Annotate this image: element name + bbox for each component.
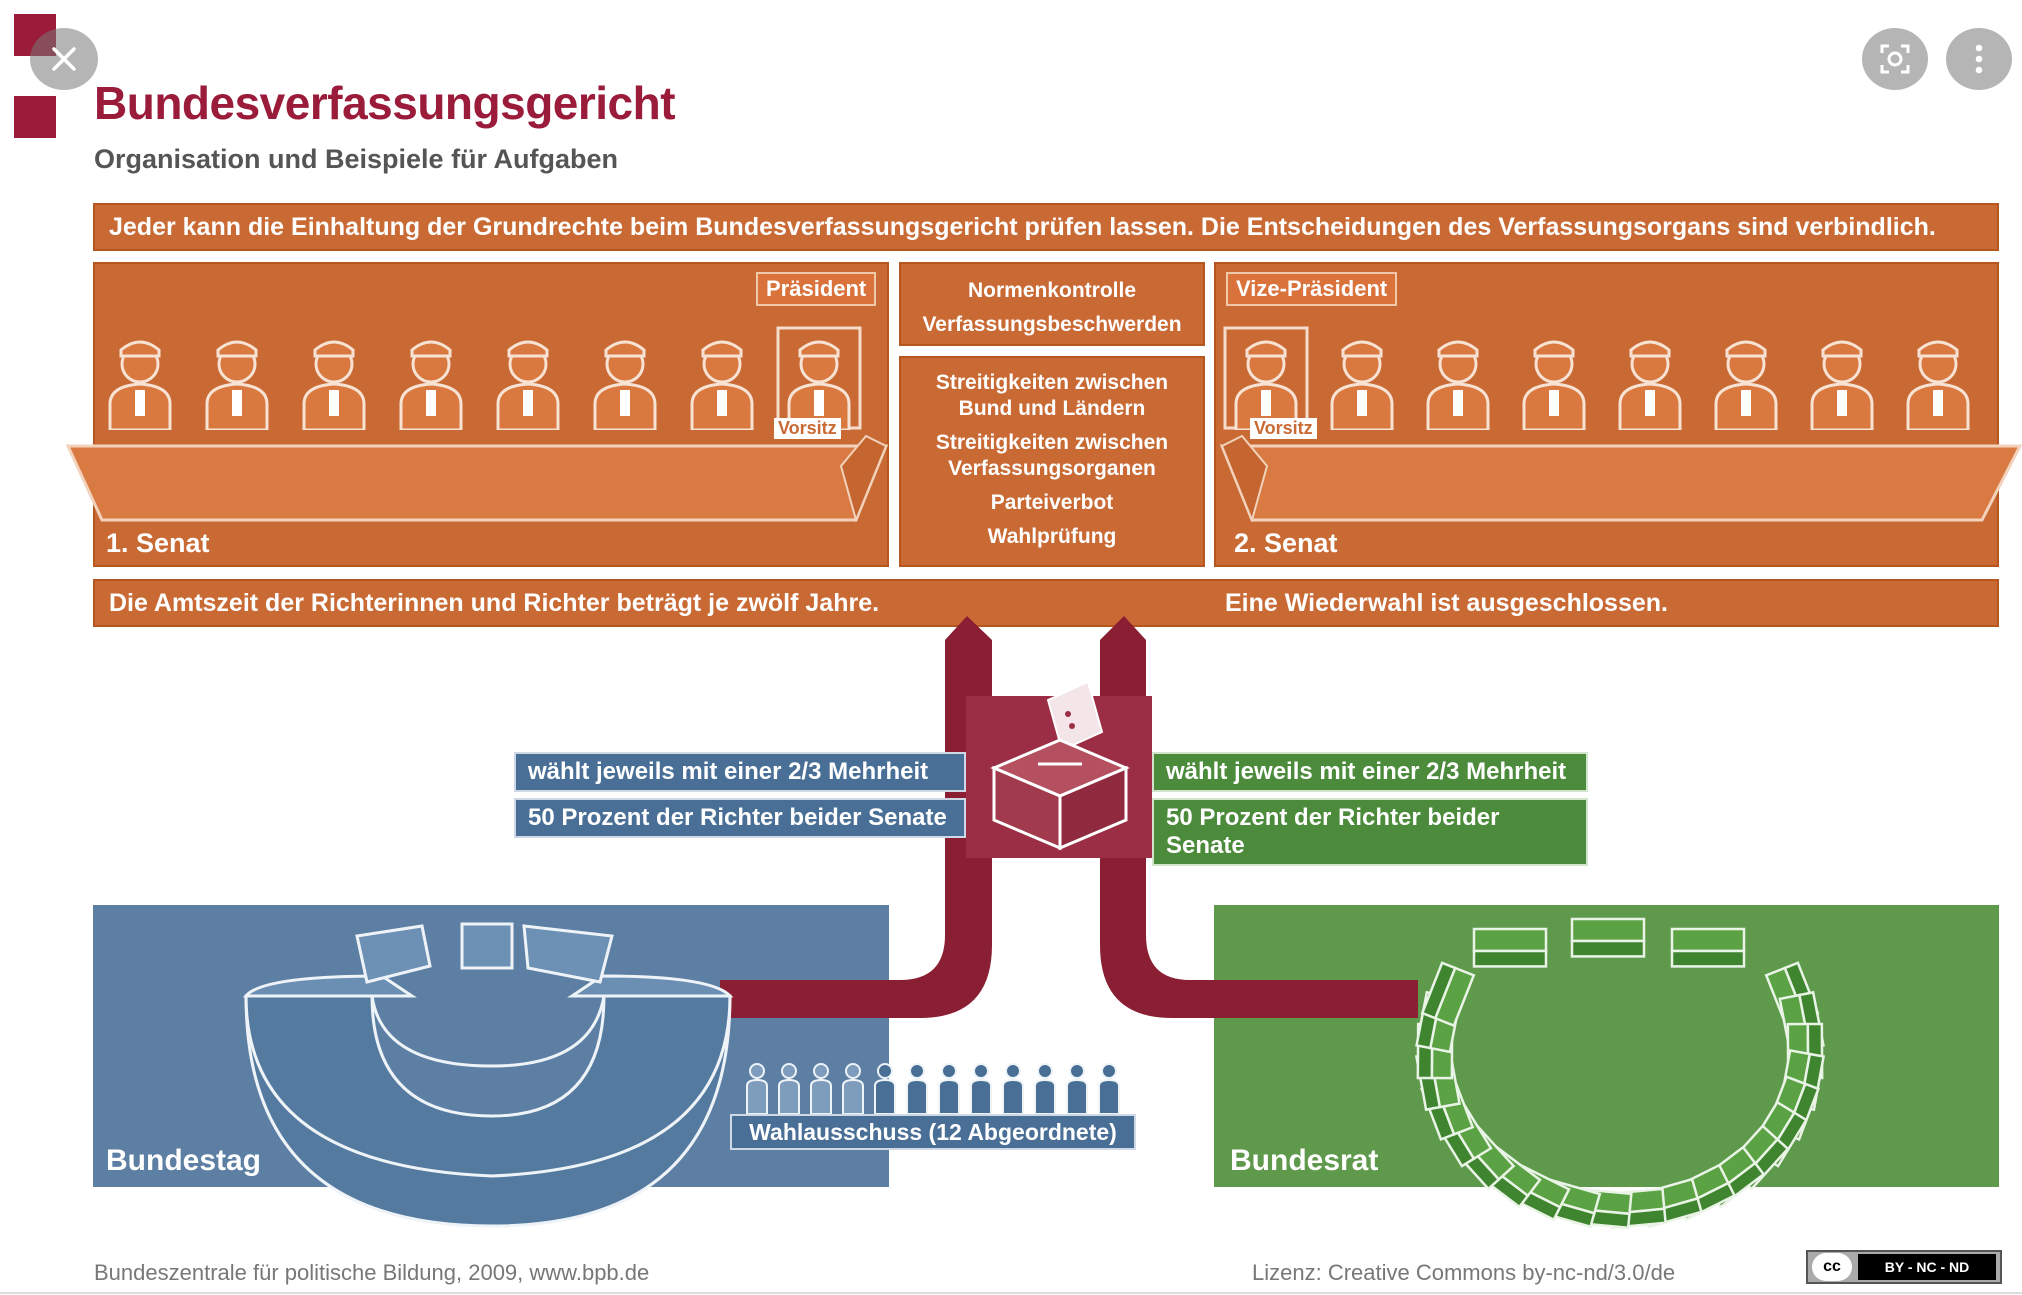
senat-1-label: 1. Senat (106, 528, 210, 558)
top-banner-text: Jeder kann die Einhaltung der Grundrecht… (109, 213, 1936, 241)
senat-2-chair-tag: Vorsitz (1250, 418, 1317, 439)
page-subtitle: Organisation und Beispiele für Aufgaben (94, 144, 619, 174)
senat-1-chair-tag: Vorsitz (774, 418, 841, 439)
more-options-button[interactable] (1946, 28, 2012, 90)
bundesrat-seating-illustration (1414, 917, 1826, 1230)
senat-1-judges (96, 326, 886, 432)
senat-2-label: 2. Senat (1234, 528, 1338, 558)
close-icon (52, 47, 76, 71)
senat-2-judge-icon (1702, 326, 1790, 435)
committee-member-icon (806, 1062, 836, 1119)
committee-member-icon (742, 1062, 772, 1119)
bundesrat-seat (1670, 927, 1746, 968)
bundesrat-seat (1472, 927, 1548, 968)
senat-2-judges (1222, 326, 2002, 432)
senat-2-judge-icon (1894, 326, 1982, 435)
ballot-box-icon (990, 680, 1130, 851)
more-vertical-icon (1975, 44, 1983, 74)
senat-2-judge-icon (1798, 326, 1886, 435)
task-parteiverbot: Parteiverbot (990, 491, 1114, 514)
lens-button[interactable] (1862, 28, 1928, 90)
center-tasks-bottom: Streitigkeiten zwischen Bund und Ländern… (899, 356, 1205, 567)
vice-president-label: Vize-Präsident (1226, 272, 1398, 306)
cc-license-badge[interactable]: cc BY - NC - ND (1806, 1250, 2002, 1284)
lens-icon (1880, 44, 1910, 74)
senat-1-bench (66, 434, 889, 522)
task-wahlpruefung: Wahlprüfung (987, 525, 1117, 548)
bundesrat-majority-tag: wählt jeweils mit einer 2/3 Mehrheit (1152, 752, 1588, 792)
committee-member-icon (1030, 1062, 1060, 1119)
committee-member-icon (966, 1062, 996, 1119)
wahlausschuss-figures (742, 1062, 1132, 1116)
committee-member-icon (774, 1062, 804, 1119)
president-label: Präsident (756, 272, 877, 306)
bundestag-majority-tag: wählt jeweils mit einer 2/3 Mehrheit (514, 752, 966, 792)
license-text: Lizenz: Creative Commons by-nc-nd/3.0/de (1252, 1260, 1676, 1285)
task-verfassungsorgane: Streitigkeiten zwischen Verfassungsorgan… (935, 431, 1169, 480)
committee-member-icon (934, 1062, 964, 1119)
task-bund-laender: Streitigkeiten zwischen Bund und Ländern (935, 371, 1169, 420)
source-credit: Bundeszentrale für politische Bildung, 2… (94, 1260, 650, 1285)
bundesrat-label: Bundesrat (1230, 1144, 1379, 1177)
bundestag-label: Bundestag (106, 1144, 262, 1177)
bottom-banner: Die Amtszeit der Richterinnen und Richte… (93, 579, 1999, 627)
bundesrat-seat (1570, 917, 1646, 958)
wahlausschuss-label: Wahlausschuss (12 Abgeordnete) (730, 1114, 1136, 1150)
senat-1-judge-icon (484, 326, 572, 435)
committee-member-icon (902, 1062, 932, 1119)
page-title: Bundesverfassungsgericht (94, 77, 676, 129)
senat-2-bench (1219, 434, 2022, 522)
election-arrows (720, 616, 1418, 1018)
committee-member-icon (998, 1062, 1028, 1119)
cc-terms: BY - NC - ND (1858, 1254, 1996, 1280)
committee-member-icon (1062, 1062, 1092, 1119)
center-tasks-top: Normenkontrolle Verfassungsbeschwerden (899, 262, 1205, 346)
wahlausschuss-text: Wahlausschuss (12 Abgeordnete) (749, 1119, 1117, 1145)
senat-2-judge-icon (1510, 326, 1598, 435)
cc-logo-icon: cc (1812, 1253, 1852, 1281)
task-normenkontrolle: Normenkontrolle (967, 279, 1137, 302)
senat-2-judge-icon (1414, 326, 1502, 435)
senat-1-judge-icon (387, 326, 475, 435)
committee-member-icon (1094, 1062, 1124, 1119)
senat-2-judge-icon (1318, 326, 1406, 435)
task-verfassungsbeschwerden: Verfassungsbeschwerden (922, 313, 1182, 336)
committee-member-icon (870, 1062, 900, 1119)
senat-1-judge-icon (581, 326, 669, 435)
reelection-text: Eine Wiederwahl ist ausgeschlossen. (1225, 589, 1668, 617)
committee-member-icon (838, 1062, 868, 1119)
bundesrat-seat (1420, 961, 1476, 1028)
footer-divider (0, 1292, 2022, 1294)
close-button[interactable] (30, 28, 98, 90)
bundestag-share-tag: 50 Prozent der Richter beider Senate (514, 798, 966, 838)
top-banner: Jeder kann die Einhaltung der Grundrecht… (93, 203, 1999, 251)
bundesrat-share-tag: 50 Prozent der Richter beider Senate (1152, 798, 1588, 866)
bundestag-plenary-illustration (242, 922, 734, 1228)
senat-1-judge-icon (290, 326, 378, 435)
term-text: Die Amtszeit der Richterinnen und Richte… (109, 589, 880, 617)
senat-1-judge-icon (193, 326, 281, 435)
senat-2-judge-icon (1606, 326, 1694, 435)
senat-1-judge-icon (96, 326, 184, 435)
senat-1-judge-icon (678, 326, 766, 435)
